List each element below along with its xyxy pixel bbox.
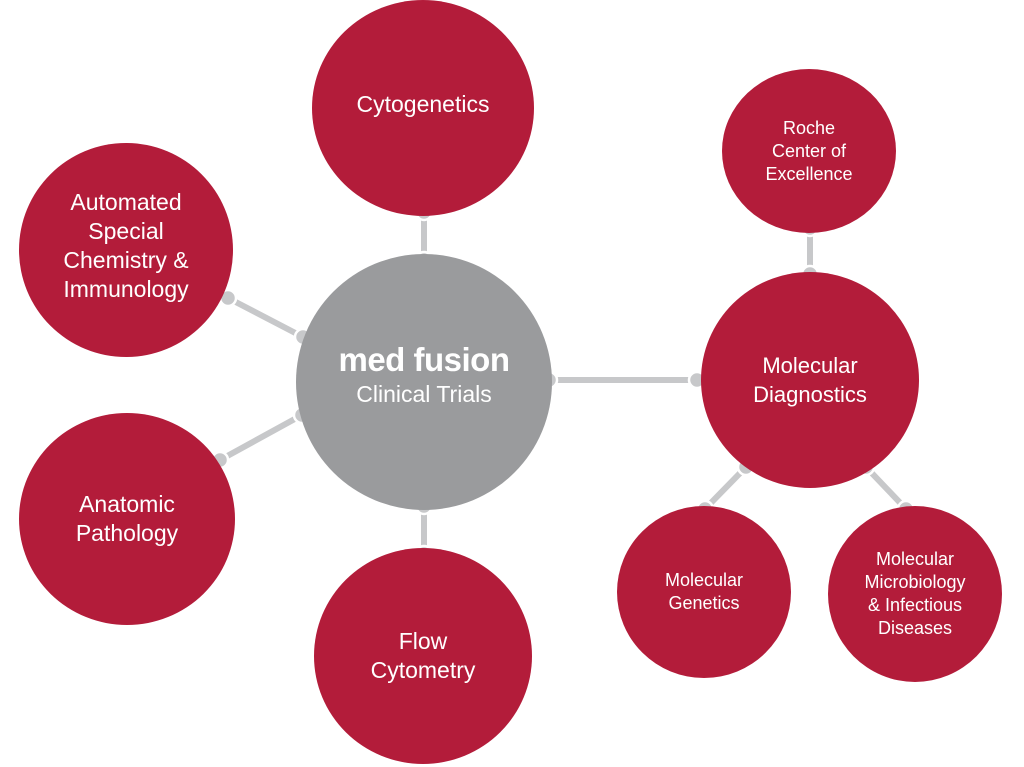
node-label-line: Chemistry & (63, 247, 189, 273)
hub-node: med fusion Clinical Trials (296, 254, 552, 510)
node-flow-cytometry: Flow Cytometry (314, 548, 532, 764)
node-label-line: Automated (70, 189, 182, 215)
node-label-line: Anatomic (79, 491, 175, 517)
node-cytogenetics: Cytogenetics (312, 0, 534, 216)
connector-hub-automated (225, 295, 306, 340)
hub-subtitle: Clinical Trials (356, 381, 492, 407)
node-label-line: Microbiology (864, 572, 966, 592)
node-label-line: Diagnostics (753, 382, 867, 407)
connector-hub-anatomic (217, 412, 305, 463)
node-label-line: Diseases (877, 618, 953, 638)
connector-diagnostics-microbiology (863, 464, 909, 512)
node-molecular-microbiology: Molecular Microbiology & Infectious Dise… (828, 506, 1002, 682)
node-label-line: Center of (771, 140, 847, 161)
connector-diagnostics-genetics (702, 464, 749, 512)
node-label-line: & Infectious (867, 595, 963, 615)
node-label-line: Molecular (875, 549, 955, 569)
node-label-line: Special (88, 218, 164, 244)
node-label-line: Cytometry (370, 657, 476, 683)
node-label-line: Molecular (762, 353, 858, 378)
hub-title: med fusion (338, 341, 510, 378)
node-automated-special-chemistry: Automated Special Chemistry & Immunology (19, 143, 233, 357)
node-anatomic-pathology: Anatomic Pathology (19, 413, 235, 625)
node-label-line: Cytogenetics (356, 91, 490, 117)
node-label-line: Excellence (765, 163, 853, 184)
node-molecular-diagnostics: Molecular Diagnostics (701, 272, 919, 488)
node-roche-center-of-excellence: Roche Center of Excellence (722, 69, 896, 233)
node-label-line: Roche (782, 117, 836, 138)
node-label-line: Pathology (75, 520, 179, 546)
node-label-line: Flow (398, 628, 448, 654)
node-label-line: Immunology (63, 276, 189, 302)
node-molecular-genetics: Molecular Genetics (617, 506, 791, 678)
node-label-line: Genetics (668, 593, 740, 613)
node-label-line: Molecular (664, 570, 744, 590)
